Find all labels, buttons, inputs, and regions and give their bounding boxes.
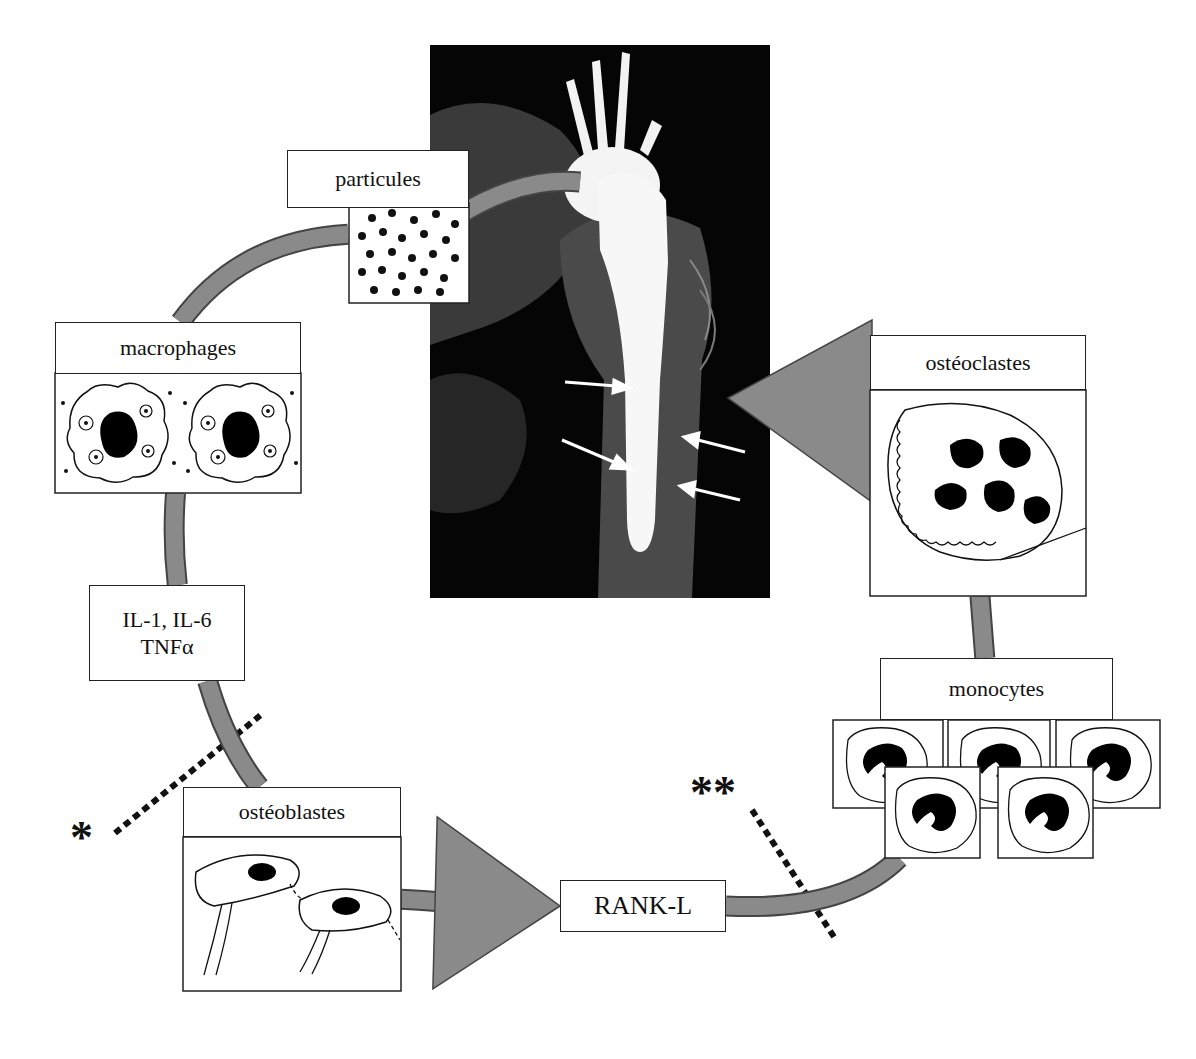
panel-header: particules — [287, 150, 469, 208]
cut-line — [752, 810, 836, 940]
cycle-band — [726, 858, 899, 907]
big-arrowhead — [728, 320, 872, 502]
particles — [358, 209, 459, 296]
osteoblast-frame — [183, 837, 401, 991]
screw — [615, 52, 630, 150]
osteoblast-cells — [195, 855, 400, 975]
screw — [592, 60, 608, 150]
node-label: ostéoclastes — [925, 349, 1030, 377]
ischium — [430, 373, 527, 513]
macrophage-cell — [183, 383, 298, 482]
node-label: macrophages — [120, 334, 236, 362]
prosthesis-stem — [598, 173, 668, 552]
callout-mark: ** — [690, 770, 736, 816]
cycle-band — [401, 817, 560, 989]
callout-mark: * — [70, 815, 93, 861]
radiograph — [430, 45, 770, 598]
cycle-band — [455, 181, 580, 218]
node-label: monocytes — [949, 675, 1044, 703]
cell-panel: macrophages — [55, 322, 301, 493]
panel-header: monocytes — [880, 658, 1113, 720]
particle-panel: particules — [287, 150, 469, 303]
cell-panel: ostéoblastes — [183, 787, 401, 991]
node-label: particules — [335, 165, 421, 193]
node-label: IL-1, IL-6 TNFα — [100, 606, 234, 661]
panel-header: ostéoclastes — [870, 335, 1086, 390]
particle-frame — [349, 203, 469, 303]
cell-panel: ostéoclastes — [870, 335, 1086, 596]
pelvis — [430, 103, 593, 345]
monocyte-cell — [896, 778, 977, 853]
cycle-band — [980, 596, 985, 658]
cycle-band — [174, 493, 177, 585]
macrophage-frame — [55, 373, 301, 493]
screw — [566, 79, 594, 160]
monocyte-cell — [1009, 778, 1090, 853]
arrowhead — [433, 817, 560, 989]
cycle-band — [208, 681, 260, 787]
pointer-arrows — [562, 380, 745, 500]
panel-header: macrophages — [55, 322, 301, 374]
cytokine-box: IL-1, IL-6 TNFα — [89, 585, 245, 681]
osteoclast-frame — [870, 390, 1086, 596]
osteoclast-cell — [888, 404, 1086, 561]
node-label: ostéoblastes — [239, 798, 345, 826]
cell-panel: monocytes — [833, 658, 1163, 858]
cerclage-wire — [700, 290, 715, 370]
cycle-band — [455, 181, 580, 218]
node-label: RANK-L — [594, 890, 692, 923]
signal-box: RANK-L — [560, 880, 726, 932]
screw — [640, 120, 662, 156]
panel-header: ostéoblastes — [183, 787, 401, 837]
cycle-band — [180, 234, 348, 322]
macrophage-cell — [61, 383, 176, 482]
